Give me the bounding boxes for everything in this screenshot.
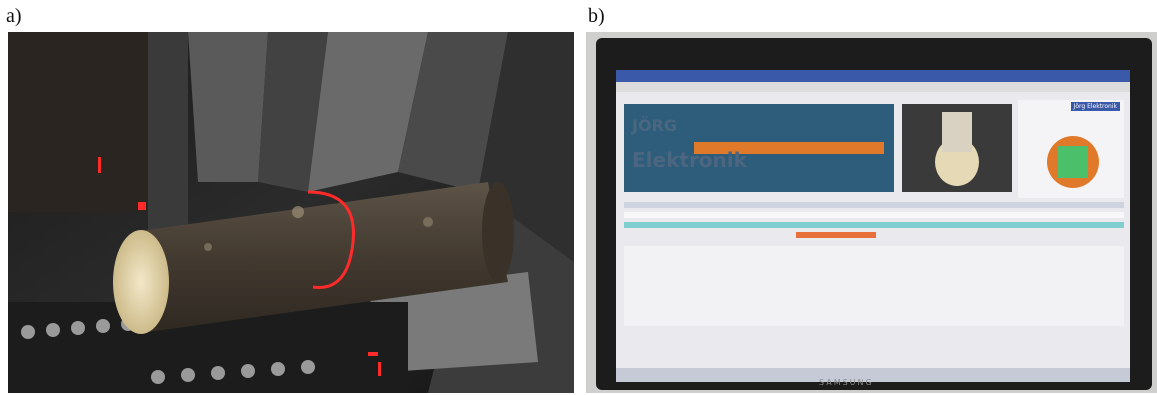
log-profile-chart — [624, 104, 894, 192]
details-area — [624, 246, 1124, 326]
table-row — [624, 222, 1124, 228]
header-badge: Jörg Elektronik — [1070, 102, 1120, 111]
panel-label-b: b) — [588, 5, 605, 27]
window-menubar — [616, 82, 1130, 92]
window-titlebar — [616, 70, 1130, 82]
logo-line-2: Elektronik — [632, 148, 747, 172]
monitor-brand: SAMSUNG — [819, 378, 874, 387]
monitor-photo: JÖRG Elektronik Jörg Elektronik SAMSUNG — [586, 32, 1157, 393]
log-scan-view: JÖRG Elektronik — [624, 104, 894, 192]
log-scanner-illustration — [8, 32, 574, 393]
table-row-highlight — [796, 232, 876, 238]
log-scanner-photo — [8, 32, 574, 393]
monitor-screen: JÖRG Elektronik Jörg Elektronik — [616, 70, 1130, 382]
panel-label-a: a) — [6, 5, 22, 27]
taskbar — [616, 368, 1130, 382]
camera-view — [902, 104, 1012, 192]
logo-line-1: JÖRG — [632, 116, 678, 135]
table-row — [624, 212, 1124, 218]
table-header-row — [624, 202, 1124, 208]
cross-section-panel: Jörg Elektronik — [1018, 100, 1124, 198]
